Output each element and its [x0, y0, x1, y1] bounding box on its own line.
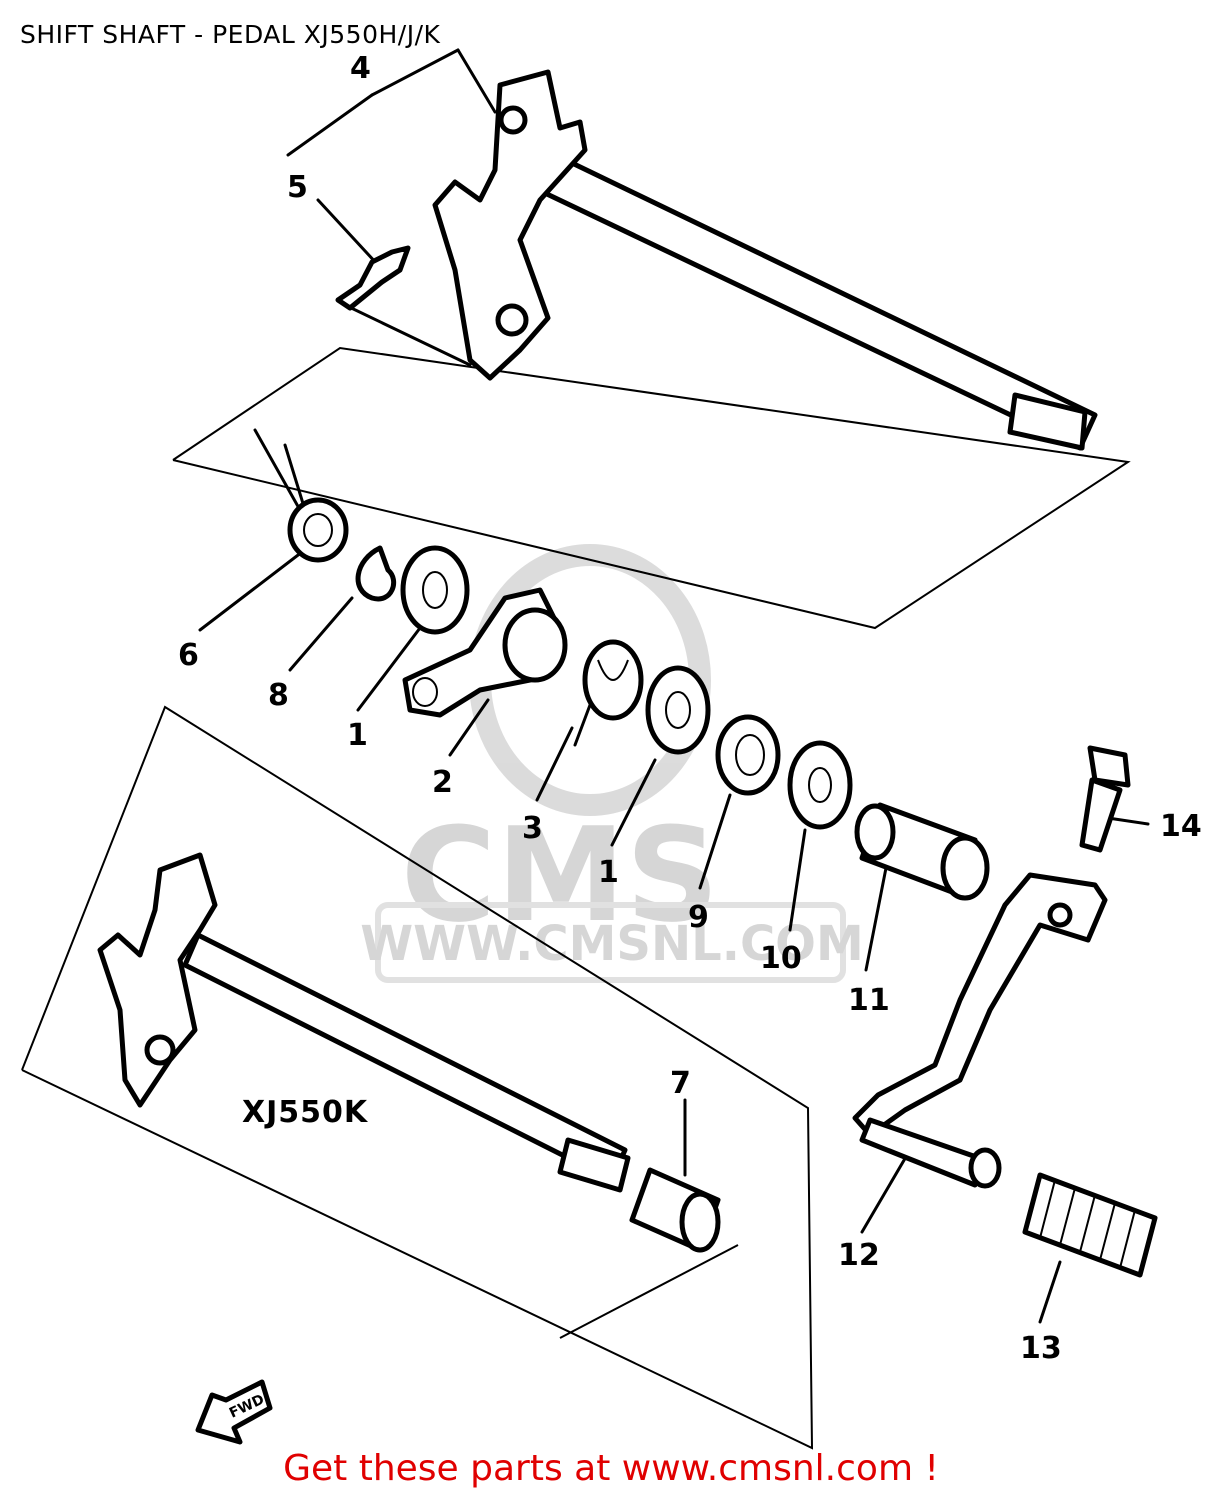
shift-shaft-variant	[97, 852, 631, 1193]
leader-lines	[198, 48, 1150, 1324]
callout-3: 3	[522, 811, 543, 846]
shift-pedal	[852, 872, 1108, 1189]
variant-collar	[629, 1167, 721, 1253]
detent-spring	[335, 245, 411, 311]
callout-7: 7	[670, 1066, 691, 1101]
washer-1b	[645, 665, 711, 755]
pinch-bolt	[1079, 745, 1131, 853]
callout-9: 9	[688, 900, 709, 935]
shift-shaft-assembly	[432, 69, 1098, 451]
assembly-frame-upper	[172, 346, 1131, 630]
callout-1a: 1	[347, 718, 368, 753]
washer-1a	[400, 545, 470, 635]
callout-14: 14	[1160, 809, 1202, 844]
callout-5: 5	[287, 170, 308, 205]
collar	[854, 802, 990, 901]
callout-8: 8	[268, 678, 289, 713]
footer-link[interactable]: Get these parts at www.cmsnl.com !	[283, 1448, 939, 1489]
footer-banner: Get these parts at www.cmsnl.com !	[0, 1448, 1222, 1489]
page-title: SHIFT SHAFT - PEDAL XJ550H/J/K	[20, 20, 441, 49]
shift-lever	[402, 587, 568, 718]
callout-6: 6	[178, 638, 199, 673]
return-spring	[573, 639, 644, 747]
watermark-brand: CMS	[401, 799, 719, 951]
callout-12: 12	[838, 1238, 880, 1273]
bearing	[715, 714, 781, 796]
callout-13: 13	[1020, 1331, 1062, 1366]
forward-arrow-icon: FWD	[195, 1379, 273, 1445]
watermark-url: WWW.CMSNL.COM	[360, 916, 864, 972]
callout-10: 10	[760, 941, 802, 976]
washer-10	[787, 740, 853, 830]
callout-1b: 1	[598, 855, 619, 890]
callout-2: 2	[432, 765, 453, 800]
callouts: 4 5 6 8 1 2 3 1 9 10 11 14 7 12 13	[178, 51, 1202, 1366]
callout-11: 11	[848, 983, 890, 1018]
pedal-rubber	[1022, 1172, 1158, 1278]
circlip	[355, 545, 396, 602]
variant-label: XJ550K	[242, 1095, 369, 1130]
torsion-spring	[253, 428, 349, 563]
assembly-frame-variant	[21, 705, 814, 1450]
callout-4: 4	[350, 51, 371, 86]
